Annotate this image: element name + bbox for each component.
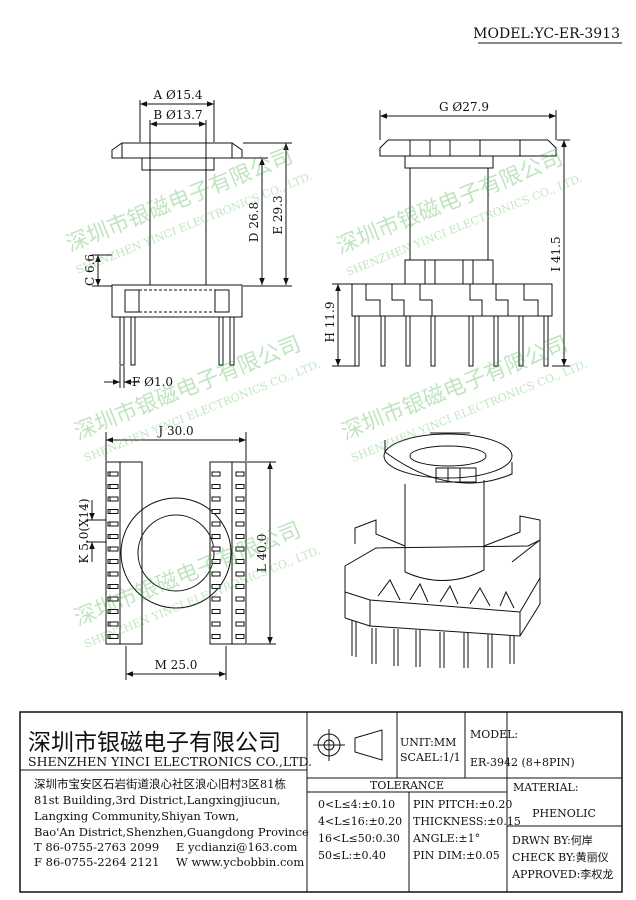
address-en-line-3: Bao'An District,Shenzhen,Guangdong Provi…: [34, 825, 309, 839]
rail-slot: [109, 471, 119, 477]
rail-slot: [109, 596, 119, 602]
company-name-cn: 深圳市银磁电子有限公司: [28, 730, 281, 756]
rail-slot: [211, 634, 221, 639]
isometric-view: [344, 432, 541, 668]
rail-slot: [211, 546, 221, 552]
rail-slot: [109, 496, 119, 502]
model-value: ER-3942 (8+8PIN): [470, 756, 575, 769]
rail-slot: [109, 534, 119, 539]
material-value: PHENOLIC: [532, 807, 596, 820]
address-en-line-1: 81st Building,3rd District,Langxingjiucu…: [34, 793, 280, 807]
angle: ANGLE:±1°: [412, 832, 480, 845]
rail-slot: [235, 596, 245, 602]
rail-slot: [235, 621, 245, 627]
rail-slot: [211, 534, 221, 539]
front-view: [332, 110, 570, 367]
rail-slot: [235, 634, 245, 639]
dim-l-label: L 40.0: [255, 534, 269, 573]
rail-slot: [109, 609, 119, 614]
dim-i-label: I 41.5: [549, 236, 563, 271]
unit-label: UNIT:MM: [400, 736, 456, 749]
rail-slot: [109, 546, 119, 552]
tolerance-title: TOLERANCE: [370, 779, 444, 792]
rail-slot: [235, 534, 245, 539]
dim-h-label: H 11.9: [323, 302, 337, 343]
rail-slot: [235, 509, 245, 514]
model-label: MODEL:: [470, 728, 518, 741]
rail-slot: [211, 596, 221, 602]
pin-pitch: PIN PITCH:±0.20: [413, 798, 512, 811]
email-address: E ycdianzi@163.com: [176, 840, 297, 854]
dim-g-label: G Ø27.9: [439, 100, 489, 114]
dim-b-label: B Ø13.7: [153, 108, 202, 122]
rail-slot: [109, 621, 119, 627]
rail-slot: [235, 496, 245, 502]
model-header: MODEL:YC-ER-3913: [473, 26, 620, 42]
dim-e-label: E 29.3: [271, 195, 285, 234]
tolerance-row-1: 0<L≤4:±0.10: [318, 798, 395, 811]
rail-slot: [211, 484, 221, 489]
rail-slot: [235, 521, 245, 527]
tolerance-row-2: 4<L≤16:±0.20: [318, 815, 402, 828]
fax-number: F 86-0755-2264 2121: [34, 855, 160, 869]
rail-slot: [211, 609, 221, 614]
rail-slot: [235, 571, 245, 577]
tolerance-row-3: 16<L≤50:0.30: [318, 832, 400, 845]
rail-slot: [109, 559, 119, 564]
dim-j-label: J 30.0: [156, 424, 193, 438]
rail-slot: [235, 559, 245, 564]
pin-dim: PIN DIM:±0.05: [413, 849, 500, 862]
dim-c-label: C 6.6: [83, 254, 97, 286]
scale-label: SCAEL:1/1: [400, 751, 461, 764]
title-block: [19, 711, 623, 893]
rail-slot: [211, 496, 221, 502]
rail-slot: [109, 521, 119, 527]
approved-by: APPROVED:李权龙: [511, 867, 613, 881]
rail-slot: [109, 584, 119, 589]
rail-slot: [235, 546, 245, 552]
rail-slot: [211, 559, 221, 564]
dim-a-label: A Ø15.4: [152, 88, 202, 102]
drawn-by: DRWN BY:何岸: [512, 834, 593, 847]
address-en-line-2: Langxing Community,Shiyan Town,: [34, 809, 239, 823]
dim-k-label: K 5.0(X14): [77, 498, 91, 563]
rail-slot: [235, 471, 245, 477]
rail-slot: [235, 484, 245, 489]
rail-slot: [211, 621, 221, 627]
rail-slot: [211, 571, 221, 577]
rail-slot: [109, 509, 119, 514]
rail-slot: [211, 584, 221, 589]
thickness: THICKNESS:±0.15: [413, 815, 521, 828]
side-view: [92, 100, 292, 388]
rail-slot: [211, 471, 221, 477]
rail-slot: [235, 584, 245, 589]
bottom-view-slots: [107, 471, 245, 639]
rail-slot: [211, 521, 221, 527]
dim-m-label: M 25.0: [155, 658, 198, 672]
bottom-view: [86, 432, 276, 680]
dim-d-label: D 26.8: [247, 202, 261, 242]
material-label: MATERIAL:: [513, 781, 579, 794]
address-cn: 深圳市宝安区石岩街道浪心社区浪心旧村3区81栋: [34, 777, 286, 791]
rail-slot: [235, 609, 245, 614]
rail-slot: [109, 571, 119, 577]
rail-slot: [109, 634, 119, 639]
website: W www.ycbobbin.com: [176, 855, 304, 869]
tolerance-row-4: 50≤L:±0.40: [318, 849, 386, 862]
dim-f-label: F Ø1.0: [132, 375, 173, 389]
phone-number: T 86-0755-2763 2099: [34, 840, 159, 854]
rail-slot: [211, 509, 221, 514]
rail-slot: [109, 484, 119, 489]
check-by: CHECK BY:黄丽仪: [512, 850, 609, 864]
company-name-en: SHENZHEN YINCI ELECTRONICS CO.,LTD.: [28, 754, 312, 769]
